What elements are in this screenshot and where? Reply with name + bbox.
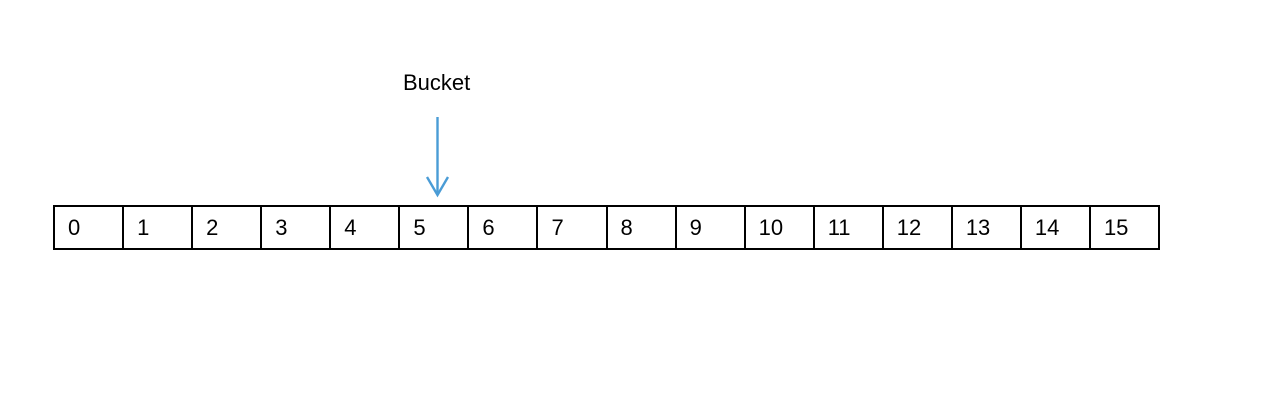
array-cell-10[interactable]: 10 bbox=[744, 206, 815, 249]
array-cell-1[interactable]: 1 bbox=[123, 206, 194, 249]
bucket-annotation-label: Bucket bbox=[403, 70, 471, 95]
array-cell-2[interactable]: 2 bbox=[192, 206, 263, 249]
array-cell-3[interactable]: 3 bbox=[261, 206, 332, 249]
array-cell-13[interactable]: 13 bbox=[951, 206, 1022, 249]
array-cell-7[interactable]: 7 bbox=[537, 206, 608, 249]
array-cell-15[interactable]: 15 bbox=[1089, 206, 1159, 249]
array-cell-11[interactable]: 11 bbox=[813, 206, 884, 249]
array-cell-0[interactable]: 0 bbox=[54, 206, 125, 249]
arrow-head bbox=[425, 176, 450, 198]
array-cell-8[interactable]: 8 bbox=[606, 206, 677, 249]
array-cell-14[interactable]: 14 bbox=[1020, 206, 1091, 249]
table-row: 0 1 2 3 4 5 6 7 8 9 10 11 12 13 14 15 bbox=[54, 206, 1159, 249]
array-cell-5[interactable]: 5 bbox=[399, 206, 470, 249]
array-cell-9[interactable]: 9 bbox=[675, 206, 746, 249]
array-cell-4[interactable]: 4 bbox=[330, 206, 401, 249]
bucket-array: 0 1 2 3 4 5 6 7 8 9 10 11 12 13 14 15 bbox=[53, 205, 1160, 250]
array-cell-12[interactable]: 12 bbox=[882, 206, 953, 249]
array-cell-6[interactable]: 6 bbox=[468, 206, 539, 249]
down-arrow-icon bbox=[425, 117, 450, 198]
